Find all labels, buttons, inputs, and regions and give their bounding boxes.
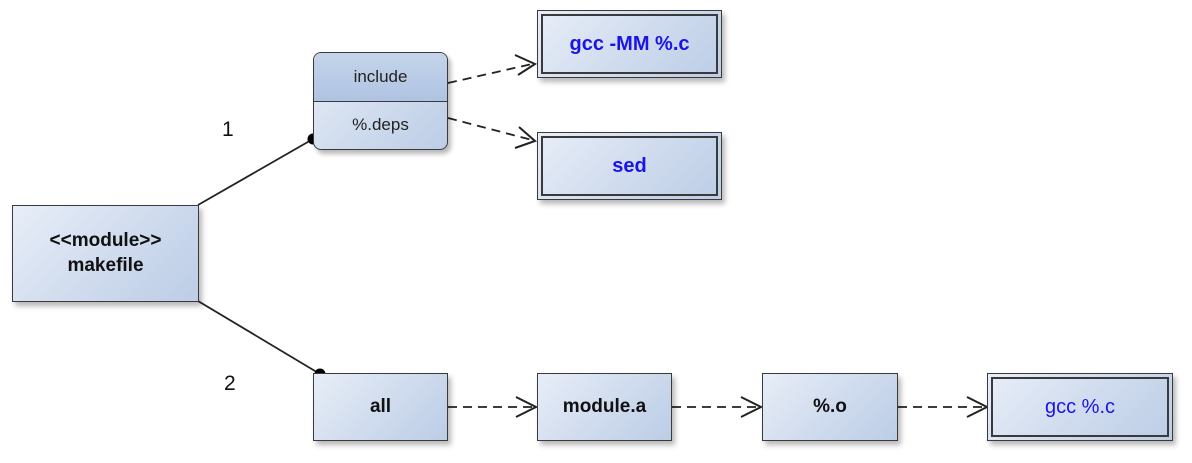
command-node-sed[interactable]: sed — [537, 132, 722, 200]
command-label: gcc -MM %.c — [541, 14, 718, 74]
command-label: sed — [541, 136, 718, 196]
command-label: gcc %.c — [991, 377, 1169, 437]
open-arrow-icon — [515, 396, 539, 418]
target-node-all[interactable]: all — [313, 373, 448, 441]
target-node-o[interactable]: %.o — [762, 373, 898, 441]
open-arrow-icon — [514, 54, 538, 76]
module-name: makefile — [67, 254, 144, 276]
edge-deps-sed — [447, 117, 533, 141]
include-deps: %.deps — [352, 115, 409, 135]
open-arrow-icon — [740, 396, 764, 418]
target-label: %.o — [813, 396, 847, 417]
edge-makefile-all — [197, 300, 321, 375]
branch-label-1: 1 — [222, 118, 234, 141]
command-node-gcc[interactable]: gcc %.c — [987, 373, 1173, 441]
include-header: include — [314, 53, 447, 102]
module-stereotype: <<module>> — [49, 229, 162, 251]
makefile-module-node[interactable]: <<module>> makefile — [12, 205, 199, 302]
command-node-gcc-mm[interactable]: gcc -MM %.c — [537, 10, 722, 78]
edge-makefile-include — [197, 138, 314, 206]
target-label: all — [369, 396, 392, 417]
branch-label-2: 2 — [224, 372, 236, 395]
include-node[interactable]: include %.deps — [313, 52, 448, 150]
target-node-module-a[interactable]: module.a — [537, 373, 672, 441]
target-label: module.a — [562, 396, 647, 417]
open-arrow-icon — [514, 126, 537, 149]
